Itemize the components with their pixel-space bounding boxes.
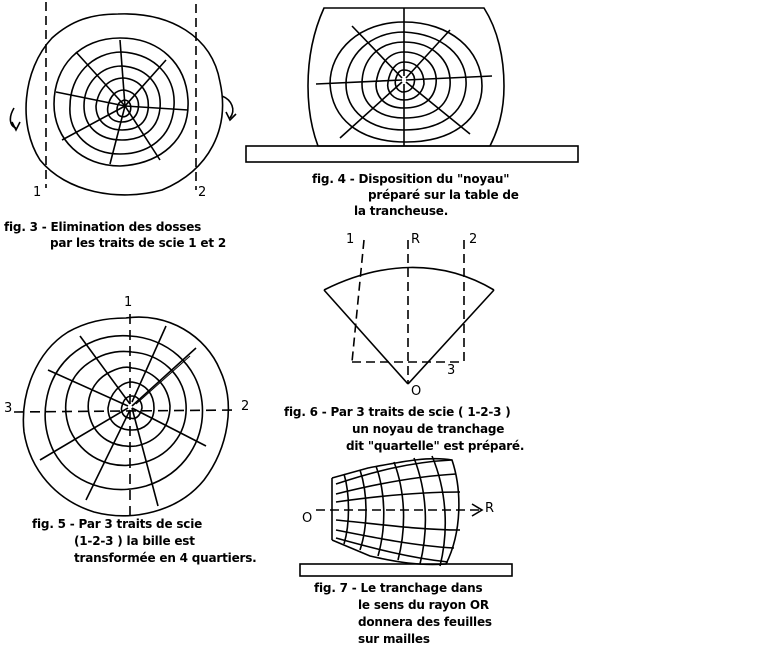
fig7-caption-line-1: fig. 7 - Le tranchage dans (314, 581, 483, 595)
fig5-saw-cut-2-3 (13, 409, 237, 413)
fig6-caption-line-3: dit "quartelle" est préparé. (346, 439, 525, 453)
fig6-caption-line-2: un noyau de tranchage (352, 422, 505, 436)
fig5-caption-line-3: transformée en 4 quartiers. (74, 551, 257, 565)
fig3-label-2: 2 (198, 185, 207, 200)
fig4-caption-line-2: préparé sur la table de (368, 188, 519, 202)
fig4-caption-line-3: la trancheuse. (354, 204, 449, 218)
fig6-label-R: R (411, 232, 421, 247)
fig7-label-O: O (302, 511, 313, 526)
fig5-label-3: 3 (4, 401, 13, 416)
fig7-caption-line-2: le sens du rayon OR (358, 598, 489, 612)
fig7-quartelle-side-view (331, 455, 461, 567)
fig6-caption-line-1: fig. 6 - Par 3 traits de scie ( 1-2-3 ) (284, 405, 511, 419)
fig5-log-cross-section (22, 316, 230, 517)
fig3-caption-line-2: par les traits de scie 1 et 2 (50, 236, 226, 250)
fig3-label-1: 1 (33, 185, 42, 200)
fig6-label-1: 1 (346, 232, 355, 247)
fig4-slicer-table (245, 145, 579, 163)
fig6-label-O: O (411, 384, 422, 399)
fig5-caption-line-1: fig. 5 - Par 3 traits de scie (32, 517, 203, 531)
fig3-caption-line-1: fig. 3 - Elimination des dosses (4, 220, 202, 234)
fig7-slicer-table (299, 563, 513, 577)
fig4-caption-line-1: fig. 4 - Disposition du "noyau" (312, 172, 510, 186)
fig5-label-2: 2 (241, 399, 250, 414)
fig6-quartelle-sector (323, 266, 495, 385)
fig5-caption-line-2: (1-2-3 ) la bille est (74, 534, 195, 548)
fig7-label-R: R (485, 501, 495, 516)
fig7-radius-arrow (316, 503, 484, 517)
fig6-label-3: 3 (447, 363, 456, 378)
fig7-caption-line-4: sur mailles (358, 632, 430, 646)
fig6-label-2: 2 (469, 232, 478, 247)
fig6-saw-cuts (351, 239, 465, 363)
fig5-label-1: 1 (124, 295, 133, 310)
fig3-log-cross-section (25, 13, 224, 196)
fig7-caption-line-3: donnera des feuilles (358, 615, 492, 629)
fig4-core-cross-section (307, 7, 505, 147)
fig3-rotation-arrows (9, 95, 237, 132)
